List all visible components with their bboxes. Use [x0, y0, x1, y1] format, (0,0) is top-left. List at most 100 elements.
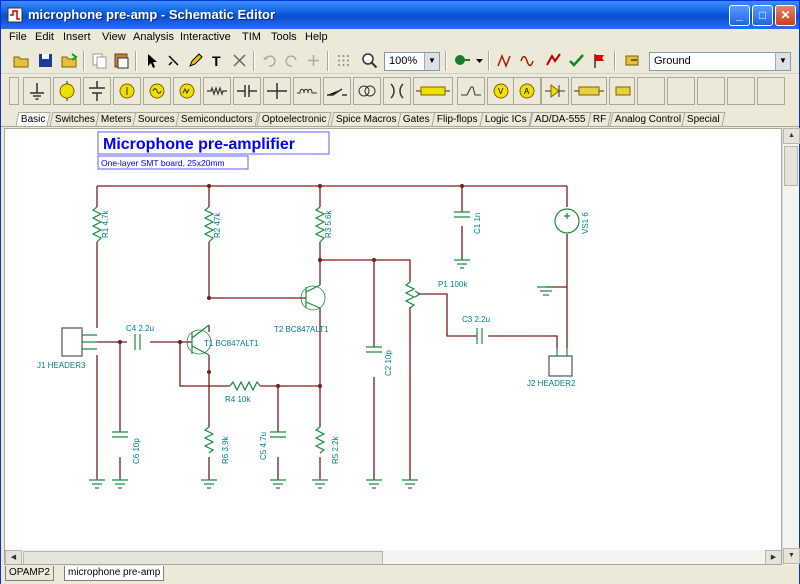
capacitor-icon[interactable]	[233, 77, 261, 105]
fuse-icon[interactable]	[457, 77, 485, 105]
tab-optoelectronic[interactable]: Optoelectronic	[256, 112, 332, 126]
maximize-button[interactable]: □	[752, 5, 773, 26]
junction-icon[interactable]	[263, 77, 291, 105]
schematic-canvas[interactable]: Microphone pre-amplifier One-layer SMT b…	[4, 128, 782, 565]
tab-basic[interactable]: Basic	[15, 112, 51, 126]
scroll-up-button[interactable]: ▲	[783, 128, 800, 144]
capacitor-c4	[134, 334, 141, 350]
tab-logic-ics[interactable]: Logic ICs	[479, 112, 533, 126]
tab-rf[interactable]: RF	[587, 112, 612, 126]
schematic-subtitle-box[interactable]: One-layer SMT board, 25x20mm	[97, 155, 249, 170]
delete-tool-icon[interactable]	[229, 50, 250, 71]
lamp-icon[interactable]	[413, 77, 453, 105]
menu-edit[interactable]: Edit	[35, 31, 54, 43]
copy-icon[interactable]	[89, 50, 110, 71]
menu-insert[interactable]: Insert	[63, 31, 91, 43]
ground-combo[interactable]: Ground ▼	[649, 52, 791, 71]
toolbar-separator	[83, 51, 85, 71]
transformer-icon[interactable]	[353, 77, 381, 105]
vertical-scroll-thumb[interactable]	[784, 146, 798, 186]
tab-special[interactable]: Special	[681, 112, 726, 126]
horizontal-scrollbar[interactable]: ◀ ▶	[5, 550, 781, 564]
grid-icon[interactable]	[333, 50, 354, 71]
tab-switches[interactable]: Switches	[49, 112, 101, 126]
tab-ad-da-555[interactable]: AD/DA-555	[529, 112, 592, 126]
schematic-drawing[interactable]: Microphone pre-amplifier One-layer SMT b…	[5, 129, 782, 550]
save-icon[interactable]	[35, 50, 56, 71]
inductor-icon[interactable]	[293, 77, 321, 105]
palette-empty-slot[interactable]	[697, 77, 725, 105]
horizontal-scroll-thumb[interactable]	[23, 551, 383, 564]
ammeter-icon[interactable]: A	[513, 77, 541, 105]
tab-analog-control[interactable]: Analog Control	[609, 112, 687, 126]
paste-icon[interactable]	[111, 50, 132, 71]
flag-icon[interactable]	[589, 50, 610, 71]
resistor-icon[interactable]	[203, 77, 231, 105]
tab-semiconductors[interactable]: Semiconductors	[175, 112, 259, 126]
analysis-ac-icon[interactable]	[517, 50, 538, 71]
zoom-combo[interactable]: 100% ▼	[384, 52, 440, 71]
scroll-right-button[interactable]: ▶	[765, 550, 781, 564]
label-j1: J1 HEADER3	[37, 361, 86, 370]
pencil-icon[interactable]	[185, 50, 206, 71]
chevron-down-icon[interactable]	[469, 50, 490, 71]
palette-empty-slot[interactable]	[667, 77, 695, 105]
menu-help[interactable]: Help	[305, 31, 328, 43]
motor-icon[interactable]	[571, 77, 607, 105]
minimize-button[interactable]: _	[729, 5, 750, 26]
place-label-icon[interactable]	[622, 50, 643, 71]
zoom-icon[interactable]	[359, 50, 380, 71]
schematic-title-box[interactable]: Microphone pre-amplifier	[97, 131, 330, 155]
toolbar-separator	[445, 51, 447, 71]
ac-source-icon[interactable]	[143, 77, 171, 105]
battery-icon[interactable]	[83, 77, 111, 105]
capacitor-c1	[454, 211, 470, 218]
sheet-tab-microphone-pre-amp[interactable]: microphone pre-amp	[64, 566, 165, 581]
tab-flip-flops[interactable]: Flip-flops	[431, 112, 484, 126]
capacitor-c5	[270, 431, 286, 438]
palette-empty-slot[interactable]	[757, 77, 785, 105]
voltage-source-icon[interactable]	[53, 77, 81, 105]
menu-file[interactable]: File	[9, 31, 27, 43]
voltmeter-icon[interactable]: V	[487, 77, 515, 105]
add-icon[interactable]	[303, 50, 324, 71]
run-icon[interactable]	[543, 50, 564, 71]
wire-tool-icon[interactable]	[163, 50, 184, 71]
label-c1: C1 1n	[473, 213, 482, 234]
tab-spice-macros[interactable]: Spice Macros	[330, 112, 403, 126]
current-source-icon[interactable]	[113, 77, 141, 105]
text-tool-icon[interactable]: T	[207, 50, 228, 71]
palette-empty-slot[interactable]	[727, 77, 755, 105]
switch-icon[interactable]	[323, 77, 351, 105]
svg-text:V: V	[498, 87, 504, 96]
sheet-tab-opamp2[interactable]: OPAMP2	[5, 566, 54, 581]
close-button[interactable]: ✕	[775, 5, 796, 26]
redo-icon[interactable]	[281, 50, 302, 71]
palette-scroll-left[interactable]	[9, 77, 19, 105]
open-icon[interactable]	[11, 50, 32, 71]
menu-interactive[interactable]: Interactive	[180, 31, 231, 43]
select-arrow-icon[interactable]	[141, 50, 162, 71]
probe-icon[interactable]	[451, 50, 472, 71]
menu-tim[interactable]: TIM	[242, 31, 261, 43]
menu-tools[interactable]: Tools	[271, 31, 297, 43]
relay-icon[interactable]	[383, 77, 411, 105]
export-icon[interactable]	[59, 50, 80, 71]
diode-icon[interactable]	[541, 77, 569, 105]
speaker-icon[interactable]	[609, 77, 635, 105]
scroll-down-button[interactable]: ▼	[783, 548, 800, 564]
title-bar[interactable]: microphone pre-amp - Schematic Editor _ …	[1, 1, 799, 29]
undo-icon[interactable]	[259, 50, 280, 71]
palette-empty-slot[interactable]	[637, 77, 665, 105]
scroll-left-button[interactable]: ◀	[5, 550, 22, 564]
menu-view[interactable]: View	[102, 31, 126, 43]
tab-sources[interactable]: Sources	[132, 112, 181, 126]
vertical-scrollbar[interactable]: ▲ ▼	[782, 128, 800, 565]
tab-gates[interactable]: Gates	[397, 112, 436, 126]
tab-meters[interactable]: Meters	[95, 112, 138, 126]
signal-generator-icon[interactable]	[173, 77, 201, 105]
menu-analysis[interactable]: Analysis	[133, 31, 174, 43]
analysis-dc-icon[interactable]	[494, 50, 515, 71]
check-icon[interactable]	[566, 50, 587, 71]
ground-component-icon[interactable]	[23, 77, 51, 105]
